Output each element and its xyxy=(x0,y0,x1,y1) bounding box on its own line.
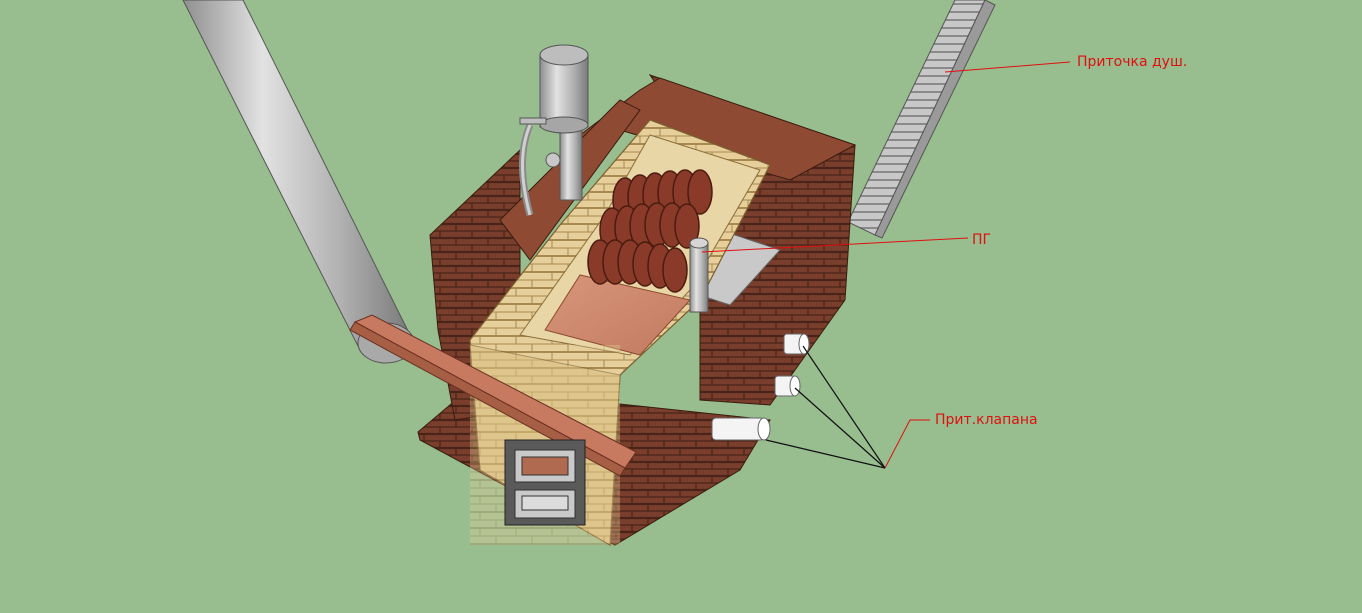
shower-supply-label: Приточка душ. xyxy=(1077,54,1188,70)
pg-label: ПГ xyxy=(972,232,992,248)
chimney-pipe-icon xyxy=(182,0,415,364)
chimney-top-icon xyxy=(519,44,589,216)
steel-band xyxy=(349,314,637,477)
stove-doors xyxy=(504,439,586,526)
supply-valves-label: Прит.клапана xyxy=(935,412,1038,428)
shower-supply-duct xyxy=(847,0,996,239)
heater-coil-icon xyxy=(587,169,713,293)
valve-icon xyxy=(711,333,810,441)
leader-lines xyxy=(701,61,1071,469)
pg-pipe xyxy=(689,237,709,313)
